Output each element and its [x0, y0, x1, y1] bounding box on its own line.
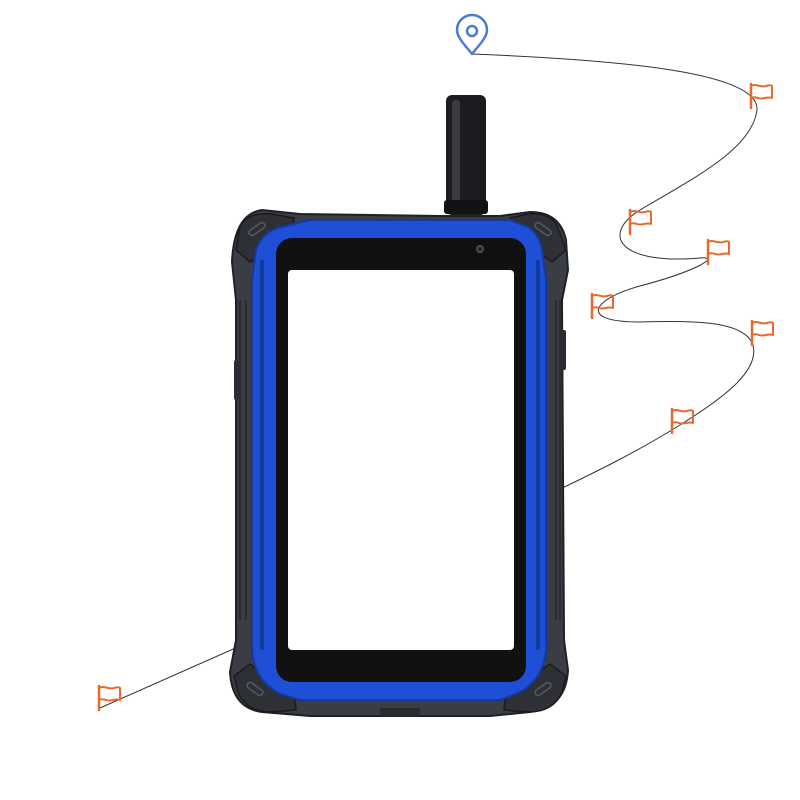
flag-icon [628, 208, 652, 236]
bottom-port [380, 708, 420, 716]
antenna [444, 95, 488, 215]
flag-icon [706, 238, 730, 266]
flag-icon [670, 407, 694, 435]
route-path-tail [99, 645, 241, 709]
flag-icon [749, 82, 773, 110]
location-pin-icon [455, 13, 489, 56]
display-screen [288, 270, 514, 650]
side-grip-left [239, 300, 247, 620]
flag-icon [750, 319, 774, 347]
side-button [560, 330, 566, 370]
side-button [234, 360, 239, 400]
flag-icon [590, 292, 614, 320]
flag-icon [97, 684, 121, 712]
route-path [471, 53, 758, 491]
